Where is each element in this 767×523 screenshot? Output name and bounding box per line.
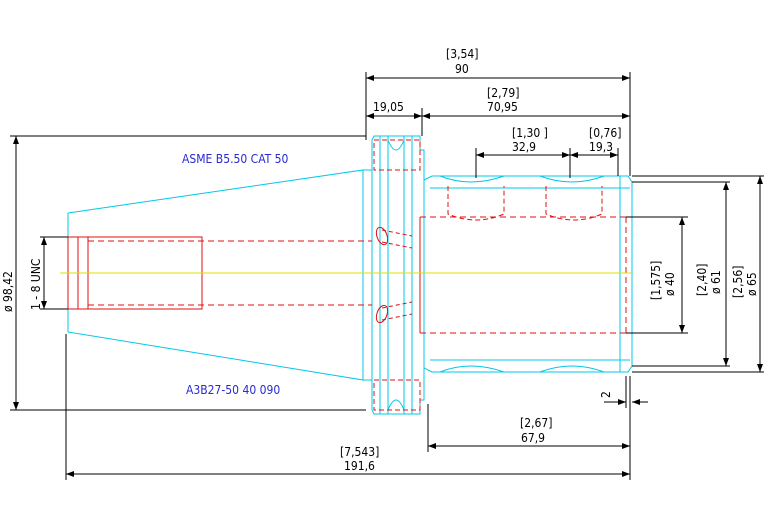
arrowhead bbox=[428, 443, 436, 449]
arrowhead bbox=[13, 136, 19, 144]
dim-bore-mm: ø 40 bbox=[663, 272, 677, 296]
arrowhead bbox=[622, 75, 630, 81]
body-outline bbox=[423, 175, 633, 373]
dim-70-95-inch: [2,79] bbox=[487, 86, 519, 100]
hidden-dash bbox=[381, 313, 413, 321]
dim-191-6-inch: [7,543] bbox=[340, 445, 379, 459]
key-slot bbox=[373, 379, 421, 411]
arrowhead bbox=[41, 301, 47, 309]
dim-61-mm: ø 61 bbox=[709, 270, 723, 294]
arrowhead bbox=[570, 152, 578, 158]
key-slot bbox=[373, 139, 421, 171]
arrowhead bbox=[757, 364, 763, 372]
coolant-hole bbox=[375, 304, 389, 324]
spec-label: ASME B5.50 CAT 50 bbox=[182, 152, 289, 166]
flange-outline bbox=[371, 135, 425, 415]
dim-61-inch: [2,40] bbox=[695, 264, 709, 296]
dim-19-05-mm: 19,05 bbox=[373, 100, 404, 114]
arrowhead bbox=[723, 182, 729, 190]
arrowhead bbox=[414, 113, 422, 119]
arrowhead bbox=[679, 325, 685, 333]
arrowhead bbox=[723, 358, 729, 366]
arrowhead bbox=[366, 75, 374, 81]
dim-32-9-inch: [1,30 ] bbox=[512, 126, 548, 140]
clamp-pocket bbox=[447, 186, 505, 221]
dim-chamfer: 2 bbox=[599, 391, 613, 398]
dim-thread: 1 - 8 UNC bbox=[29, 259, 43, 310]
arrowhead bbox=[13, 402, 19, 410]
arrowhead bbox=[66, 471, 74, 477]
arrowhead bbox=[41, 237, 47, 245]
arrowhead bbox=[366, 113, 374, 119]
holder-outline bbox=[67, 135, 633, 415]
arrowhead bbox=[422, 113, 430, 119]
dimension-lines bbox=[10, 72, 764, 480]
dim-90-inch: [3,54] bbox=[446, 47, 478, 61]
dim-19-3-inch: [0,76] bbox=[589, 126, 621, 140]
hidden-dash bbox=[381, 241, 413, 249]
dim-19-3-mm: 19,3 bbox=[589, 140, 613, 154]
arrowhead bbox=[679, 217, 685, 225]
body-pocket-edge bbox=[439, 365, 505, 373]
dim-65-inch: [2,56] bbox=[731, 266, 745, 298]
arrowhead bbox=[622, 471, 630, 477]
arrowhead bbox=[476, 152, 484, 158]
dim-65-mm: ø 65 bbox=[745, 272, 759, 296]
dim-70-95-mm: 70,95 bbox=[487, 100, 518, 114]
taper-shoulder-outline bbox=[363, 169, 373, 381]
hidden-dash bbox=[381, 301, 413, 309]
arrowhead bbox=[632, 399, 640, 405]
arrowhead bbox=[622, 443, 630, 449]
arrowhead bbox=[618, 399, 626, 405]
dim-32-9-mm: 32,9 bbox=[512, 140, 536, 154]
arrowhead bbox=[622, 113, 630, 119]
flange-groove bbox=[387, 399, 405, 411]
hidden-dash bbox=[381, 229, 413, 237]
dim-98-42: ø 98,42 bbox=[1, 271, 15, 312]
coolant-hole bbox=[375, 226, 389, 246]
taper-cone-outline bbox=[67, 169, 364, 381]
dim-90-mm: 90 bbox=[455, 62, 469, 76]
dim-67-9-inch: [2,67] bbox=[520, 416, 552, 430]
body-pocket-edge bbox=[439, 175, 505, 183]
part-number-label: A3B27-50 40 090 bbox=[186, 383, 280, 397]
arrowhead bbox=[757, 176, 763, 184]
arrowhead bbox=[610, 152, 618, 158]
arrowhead bbox=[562, 152, 570, 158]
dim-191-6-mm: 191,6 bbox=[344, 459, 375, 473]
hidden-lines bbox=[67, 139, 627, 411]
body-pocket-edge bbox=[539, 175, 605, 183]
dim-67-9-mm: 67,9 bbox=[521, 431, 545, 445]
dim-bore-inch: [1,575] bbox=[649, 261, 663, 300]
clamp-pocket bbox=[545, 186, 603, 221]
arrowheads bbox=[13, 75, 763, 477]
body-pocket-edge bbox=[539, 365, 605, 373]
flange-groove bbox=[387, 139, 405, 151]
